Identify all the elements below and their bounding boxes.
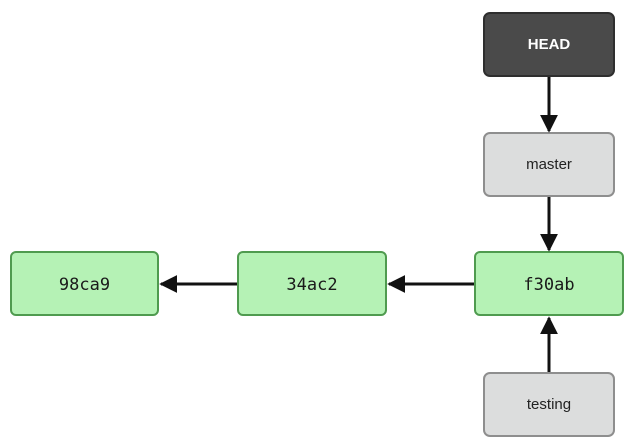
branch-master-label: master xyxy=(526,156,572,173)
commit-98ca9: 98ca9 xyxy=(10,251,159,316)
commit-f30ab-label: f30ab xyxy=(523,275,574,295)
commit-f30ab-box xyxy=(474,251,624,316)
branch-testing-box xyxy=(483,372,615,437)
head-box xyxy=(483,12,615,77)
head-label: HEAD xyxy=(528,36,571,53)
commit-34ac2-label: 34ac2 xyxy=(286,275,337,295)
branch-testing-label: testing xyxy=(527,396,571,413)
commit-34ac2: 34ac2 xyxy=(237,251,387,316)
commit-f30ab: f30ab xyxy=(474,251,624,316)
commit-98ca9-label: 98ca9 xyxy=(59,275,110,295)
head-pointer: HEAD xyxy=(483,12,615,77)
branch-master-box xyxy=(483,132,615,197)
commit-98ca9-box xyxy=(10,251,159,316)
branch-master: master xyxy=(483,132,615,197)
branch-testing: testing xyxy=(483,372,615,437)
commit-34ac2-box xyxy=(237,251,387,316)
